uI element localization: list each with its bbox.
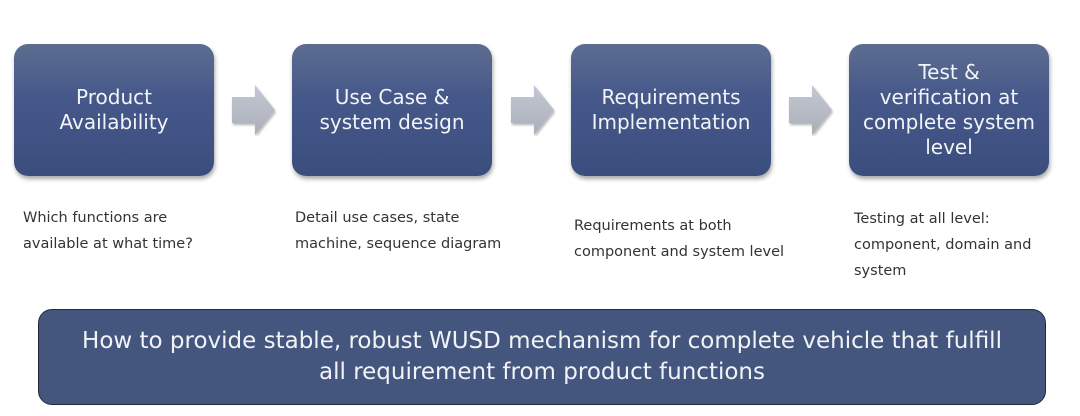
right-arrow-icon [232, 85, 275, 135]
step-title: Product Availability [59, 85, 169, 134]
step-box-use-case-system-design: Use Case & system design [292, 44, 492, 176]
step-box-requirements-implementation: Requirements Implementation [571, 44, 771, 176]
goal-banner: How to provide stable, robust WUSD mecha… [38, 309, 1046, 405]
step-description-testing: Testing at all level: component, domain … [854, 211, 1032, 279]
step-description-requirements: Requirements at both component and syste… [574, 218, 785, 260]
right-arrow-icon [789, 85, 832, 135]
step-description-product-availability: Which functions are available at what ti… [23, 210, 193, 252]
step-title: Requirements Implementation [591, 85, 751, 134]
right-arrow-icon [511, 85, 554, 135]
goal-banner-text: How to provide stable, robust WUSD mecha… [82, 328, 1002, 385]
step-title: Test & verification at complete system l… [862, 60, 1036, 159]
step-box-product-availability: Product Availability [14, 44, 214, 176]
step-title: Use Case & system design [319, 85, 465, 134]
step-description-use-case: Detail use cases, state machine, sequenc… [295, 210, 502, 252]
step-box-test-verification: Test & verification at complete system l… [849, 44, 1049, 176]
